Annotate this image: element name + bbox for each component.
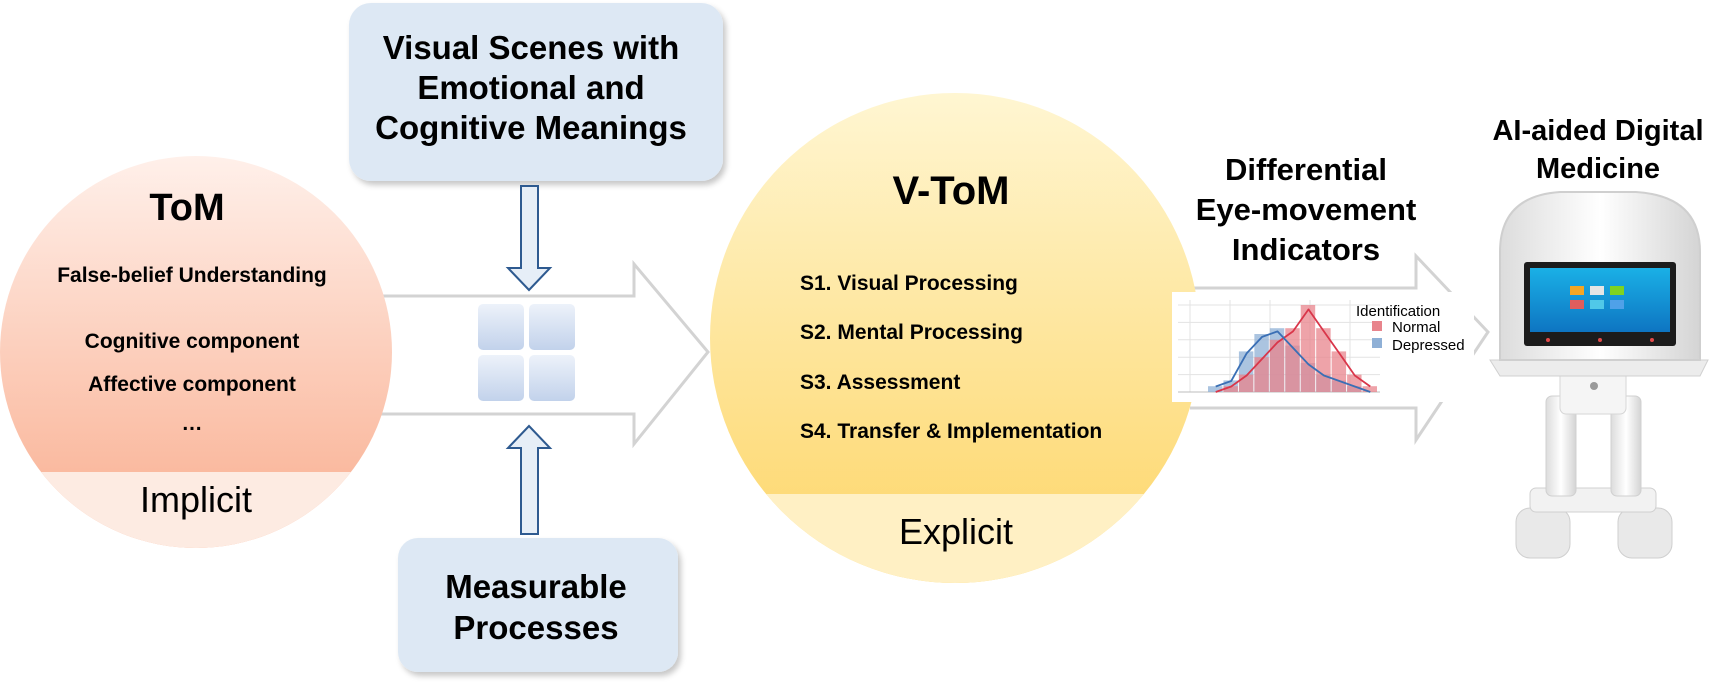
- legend-title: Identification: [1356, 303, 1440, 320]
- tom-title: ToM: [149, 187, 224, 229]
- tom-item: …: [182, 412, 203, 435]
- eye-movement-histogram: Identification Normal Depressed: [1172, 292, 1474, 402]
- legend-label-depressed: Depressed: [1392, 337, 1465, 354]
- histogram-bar-normal: [1331, 351, 1347, 392]
- tom-to-vtom-arrow: [352, 259, 710, 449]
- vtom-footer: Explicit: [899, 511, 1013, 552]
- visual-scenes-line: Cognitive Meanings: [375, 109, 687, 146]
- down-arrow: [505, 185, 553, 292]
- histogram-bar-normal: [1300, 305, 1316, 392]
- histogram-bar-normal: [1347, 374, 1362, 392]
- vtom-stage: S3. Assessment: [800, 371, 960, 394]
- histogram-bar-depressed: [1208, 386, 1223, 392]
- vtom-stage: S4. Transfer & Implementation: [800, 420, 1102, 443]
- legend-swatch-normal: [1372, 321, 1382, 331]
- density-curve-depressed: [1215, 330, 1371, 393]
- indicators-line: Indicators: [1232, 232, 1380, 267]
- histogram-bar-normal: [1223, 386, 1238, 392]
- tiles-icon: [478, 304, 575, 401]
- visual-scenes-box: Visual Scenes with Emotional and Cogniti…: [349, 3, 723, 181]
- histogram-bar-normal: [1238, 374, 1254, 392]
- vtom-title: V-ToM: [892, 169, 1009, 213]
- up-arrow: [505, 424, 553, 535]
- vtom-stage: S1. Visual Processing: [800, 272, 1018, 295]
- measurable-processes-line: Processes: [453, 609, 618, 646]
- device-title-line: Medicine: [1536, 153, 1660, 185]
- indicators-label: Differential Eye-movement Indicators: [1196, 152, 1417, 267]
- histogram-bar-normal: [1362, 386, 1377, 392]
- tom-footer: Implicit: [140, 479, 252, 520]
- histogram-bar-normal: [1254, 357, 1269, 392]
- indicators-line: Eye-movement: [1196, 192, 1417, 227]
- visual-scenes-line: Emotional and: [417, 69, 644, 106]
- tom-item: False-belief Understanding: [57, 264, 327, 287]
- device-title-line: AI-aided Digital: [1492, 115, 1703, 147]
- digital-medicine-device: [1489, 191, 1709, 559]
- measurable-processes-box: Measurable Processes: [398, 538, 678, 672]
- visual-scenes-line: Visual Scenes with: [383, 29, 680, 66]
- vtom-circle: V-ToM S1. Visual Processing S2. Mental P…: [710, 93, 1200, 583]
- density-curve-normal: [1215, 308, 1371, 393]
- tom-circle: ToM False-belief Understanding Cognitive…: [0, 156, 392, 548]
- device-title: AI-aided Digital Medicine: [1492, 115, 1703, 185]
- histogram-bar-normal: [1269, 339, 1285, 392]
- measurable-processes-line: Measurable: [445, 568, 627, 605]
- indicators-line: Differential: [1225, 152, 1387, 187]
- histogram-bar-normal: [1285, 328, 1300, 392]
- tom-item: Cognitive component: [85, 330, 300, 353]
- chart-curves: [1215, 308, 1371, 393]
- legend-label-normal: Normal: [1392, 319, 1440, 336]
- vtom-stage: S2. Mental Processing: [800, 321, 1023, 344]
- tom-item: Affective component: [88, 373, 296, 396]
- legend-swatch-depressed: [1372, 338, 1382, 348]
